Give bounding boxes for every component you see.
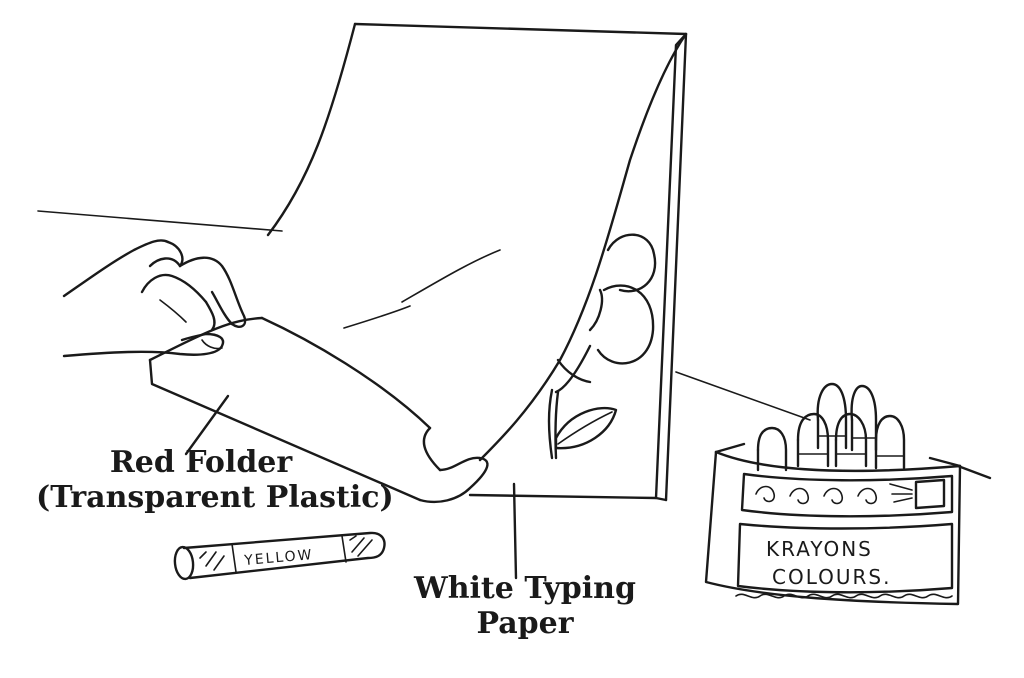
- hand: [62, 239, 247, 358]
- box-label-line1: KRAYONS: [766, 537, 873, 561]
- red-folder: [148, 22, 688, 504]
- label-white-typing-paper: White Typing Paper: [410, 571, 640, 641]
- crayon-label: YELLOW: [243, 547, 315, 569]
- leader-lines: [184, 394, 518, 580]
- label-red-folder-line1: Red Folder: [109, 445, 293, 480]
- crayon-box: KRAYONS COLOURS.: [704, 382, 992, 606]
- label-red-folder-line2: (Transparent Plastic): [36, 479, 394, 515]
- label-white-typing-paper-line2: Paper: [476, 605, 574, 641]
- white-typing-paper: [353, 22, 688, 502]
- flower-drawing: [547, 233, 657, 460]
- label-red-folder: Red Folder (Transparent Plastic): [36, 445, 394, 515]
- label-white-typing-paper-line1: White Typing: [414, 571, 636, 606]
- table-edges: [37, 210, 811, 421]
- yellow-crayon: YELLOW: [173, 531, 386, 581]
- box-label-line2: COLOURS.: [772, 565, 891, 589]
